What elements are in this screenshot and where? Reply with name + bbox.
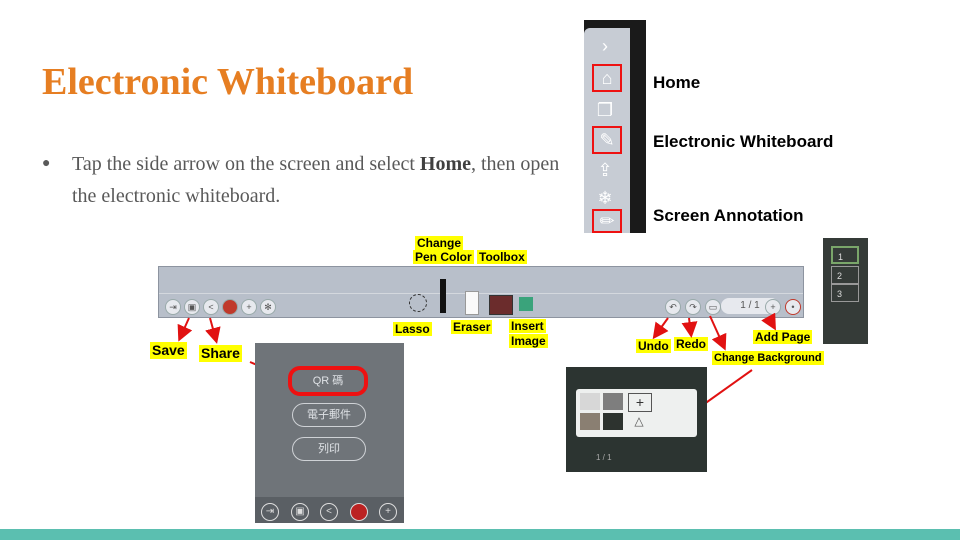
arrow-change-background	[709, 315, 727, 351]
windows-icon[interactable]: ❐	[596, 100, 614, 120]
page-thumb[interactable]: 1	[831, 246, 859, 264]
page-thumb[interactable]: 2	[831, 266, 859, 284]
whiteboard-toolbar: ⇥ ▣ < + ✻ ↶ ↷ ▭ 1 / 1 + •	[158, 266, 804, 318]
page-list-photo: 1 2 3	[823, 238, 868, 344]
label-screen-annotation: Screen Annotation	[653, 206, 804, 225]
arrow-save	[177, 317, 193, 342]
bg-swatch[interactable]	[580, 393, 600, 410]
chevron-right-icon[interactable]: ›	[602, 36, 608, 56]
add-user-icon[interactable]: +	[241, 299, 257, 315]
bottom-accent-bar	[0, 529, 960, 540]
background-picker-photo: + △ 1 / 1	[566, 367, 707, 472]
label-share: Share	[199, 345, 242, 362]
bg-page-indicator: 1 / 1	[596, 453, 612, 462]
arrow-share	[205, 317, 221, 344]
add-background-icon[interactable]: +	[628, 393, 652, 412]
print-button[interactable]: 列印	[292, 437, 366, 461]
triangle-icon[interactable]: △	[634, 414, 644, 428]
label-add-page: Add Page	[753, 330, 813, 344]
exit-icon[interactable]: ⇥	[165, 299, 181, 315]
save-icon[interactable]: ▣	[184, 299, 200, 315]
email-button[interactable]: 電子郵件	[292, 403, 366, 427]
bg-swatch[interactable]	[603, 413, 623, 430]
share-icon[interactable]: <	[320, 503, 338, 521]
page-indicator: 1 / 1	[721, 298, 779, 314]
label-change-background: Change Background	[712, 351, 824, 365]
pen-icon[interactable]: ✏	[592, 209, 622, 233]
bg-swatch[interactable]	[580, 413, 600, 430]
add-user-icon[interactable]: +	[379, 503, 397, 521]
record-icon[interactable]	[350, 503, 368, 521]
page-menu-icon[interactable]: •	[785, 299, 801, 315]
eraser-icon[interactable]	[465, 291, 479, 315]
share-icon[interactable]: <	[203, 299, 219, 315]
bullet-text-bold: Home	[419, 153, 471, 175]
whiteboard-icon[interactable]: ✎	[592, 126, 622, 154]
side-menu-panel: › ⌂ ❐ ✎ ⇪ ❄ ✏	[584, 28, 630, 233]
arrow-redo	[681, 317, 698, 338]
side-menu-photo: › ⌂ ❐ ✎ ⇪ ❄ ✏	[584, 20, 646, 233]
save-icon[interactable]: ▣	[291, 503, 309, 521]
insert-image-icon[interactable]	[519, 297, 533, 311]
slide-title: Electronic Whiteboard	[42, 61, 414, 103]
label-electronic-whiteboard: Electronic Whiteboard	[653, 132, 834, 151]
toolbox-icon[interactable]	[489, 295, 513, 315]
label-eraser: Eraser	[451, 320, 493, 334]
label-change-pen-color-1: Change	[415, 236, 464, 250]
settings-icon[interactable]: ✻	[260, 299, 276, 315]
page-thumb[interactable]: 3	[831, 284, 859, 302]
bg-swatch[interactable]	[603, 393, 623, 410]
screen-share-icon[interactable]: ⇪	[597, 160, 613, 180]
exit-icon[interactable]: ⇥	[261, 503, 279, 521]
redo-icon[interactable]: ↷	[685, 299, 701, 315]
qr-code-button[interactable]: QR 碼	[288, 366, 368, 396]
pen-tool-icon[interactable]	[440, 279, 446, 313]
label-home: Home	[653, 73, 701, 92]
arrow-add-page	[761, 312, 776, 331]
label-change-pen-color-2: Pen Color	[413, 250, 474, 264]
bullet-text-suffix: , then open the electronic whiteboard.	[72, 153, 560, 207]
label-save: Save	[150, 342, 187, 359]
bullet-dot: ●	[42, 156, 51, 171]
label-redo: Redo	[674, 337, 708, 351]
label-insert-image-2: Image	[509, 334, 548, 348]
bullet-text-prefix: Tap the side arrow on the screen and sel…	[72, 153, 420, 175]
label-lasso: Lasso	[393, 322, 432, 336]
share-menu-photo: QR 碼 電子郵件 列印 ⇥ ▣ < +	[255, 343, 404, 523]
undo-icon[interactable]: ↶	[665, 299, 681, 315]
record-icon[interactable]	[222, 299, 238, 315]
freeze-icon[interactable]: ❄	[597, 188, 613, 208]
label-toolbox: Toolbox	[477, 250, 527, 264]
arrow-undo	[652, 317, 669, 340]
label-undo: Undo	[636, 339, 671, 353]
home-icon[interactable]: ⌂	[592, 64, 622, 92]
change-background-icon[interactable]: ▭	[705, 299, 721, 315]
lasso-icon[interactable]	[409, 294, 427, 312]
label-insert-image-1: Insert	[509, 319, 546, 333]
